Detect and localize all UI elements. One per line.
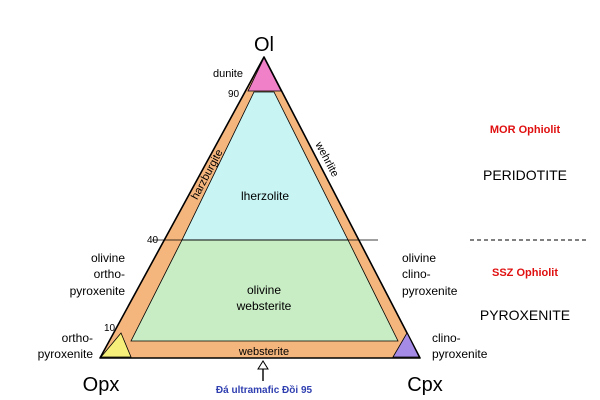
olivine-websterite-label-1: olivine: [247, 283, 281, 297]
apex-cpx: Cpx: [407, 374, 443, 396]
opx-corner-field: [100, 332, 132, 358]
peridotite-label: PERIDOTITE: [483, 167, 567, 183]
orthopyroxenite-line-2: pyroxenite: [38, 347, 94, 361]
ol-clinopyroxenite-line-3: pyroxenite: [402, 284, 458, 298]
tick-10: 10: [104, 323, 116, 334]
clinopyroxenite-line-2: pyroxenite: [432, 347, 488, 361]
cpx-corner-field: [392, 332, 420, 358]
apex-opx: Opx: [83, 374, 120, 396]
dunite-label: dunite: [213, 68, 243, 80]
websterite-label: websterite: [238, 346, 289, 358]
ssz-ophiolit-label: SSZ Ophiolit: [492, 267, 558, 279]
clinopyroxenite-line-1: clino-: [432, 331, 461, 345]
olivine-websterite-label-2: websterite: [236, 299, 292, 313]
ol-clinopyroxenite-line-2: clino-: [402, 267, 431, 281]
orthopyroxenite-line-1: ortho-: [62, 331, 93, 345]
dunite-field: [247, 57, 282, 92]
lherzolite-label: lherzolite: [241, 189, 289, 203]
ultramafic-annotation: Đá ultramafic Đồi 95: [216, 384, 313, 396]
ol-orthopyroxenite-line-1: olivine: [91, 251, 125, 265]
tick-90: 90: [228, 89, 240, 100]
ol-clinopyroxenite-line-1: olivine: [402, 251, 436, 265]
pyroxenite-label: PYROXENITE: [480, 307, 570, 323]
up-arrow-icon: [257, 360, 269, 381]
apex-ol: Ol: [254, 34, 274, 56]
tick-40: 40: [147, 235, 159, 246]
ol-orthopyroxenite-line-2: ortho-: [94, 267, 125, 281]
mor-ophiolit-label: MOR Ophiolit: [490, 124, 561, 136]
ol-orthopyroxenite-line-3: pyroxenite: [70, 284, 126, 298]
